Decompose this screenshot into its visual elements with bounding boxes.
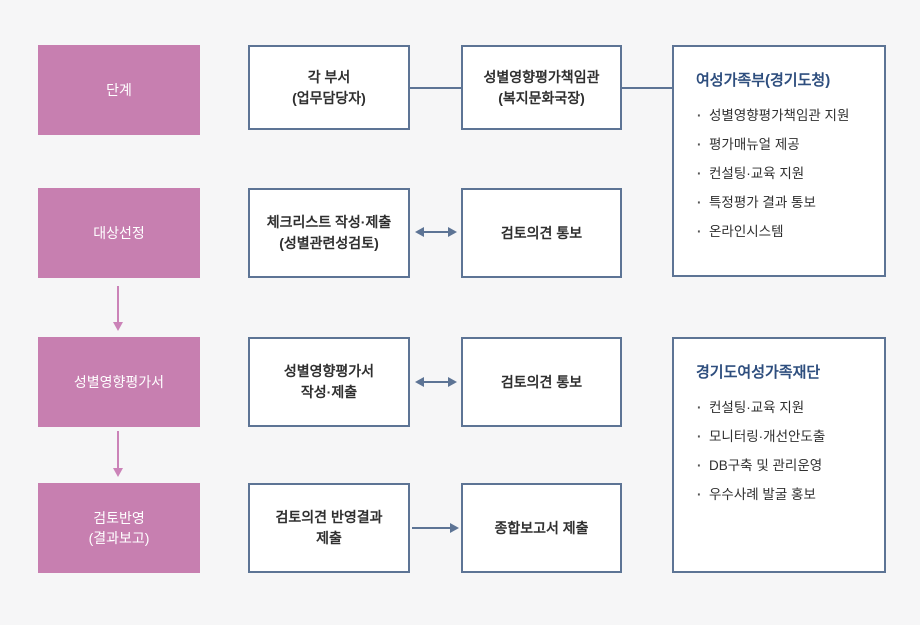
process-box-report-submit: 성별영향평가서 작성·제출 (248, 337, 410, 427)
connector-line-row1-to-support (620, 87, 674, 89)
support-box-ministry-list: 성별영향평가책임관 지원 평가매뉴얼 제공 컨설팅·교육 지원 특정평가 결과 … (696, 106, 870, 242)
process-box-assessment-officer: 성별영향평가책임관 (복지문화국장) (461, 45, 622, 130)
process-box-reflection-submit: 검토의견 반영결과 제출 (248, 483, 410, 573)
support-box-foundation-list: 컨설팅·교육 지원 모니터링·개선안도출 DB구축 및 관리운영 우수사례 발굴… (696, 398, 870, 505)
stage-box-assessment-report: 성별영향평가서 (38, 337, 200, 427)
list-item: 특정평가 결과 통보 (696, 193, 870, 213)
right-arrow-row4 (412, 523, 459, 533)
support-box-ministry-title: 여성가족부(경기도청) (696, 72, 831, 89)
support-box-foundation: 경기도여성가족재단 컨설팅·교육 지원 모니터링·개선안도출 DB구축 및 관리… (672, 337, 886, 573)
list-item: 성별영향평가책임관 지원 (696, 106, 870, 126)
process-box-final-report: 종합보고서 제출 (461, 483, 622, 573)
support-box-ministry: 여성가족부(경기도청) 성별영향평가책임관 지원 평가매뉴얼 제공 컨설팅·교육… (672, 45, 886, 277)
down-arrow-stage2-to-3 (113, 286, 123, 331)
connector-line-row1 (408, 87, 463, 89)
process-box-checklist-submit: 체크리스트 작성·제출 (성별관련성검토) (248, 188, 410, 278)
list-item: 모니터링·개선안도출 (696, 427, 870, 447)
process-box-departments: 각 부서 (업무담당자) (248, 45, 410, 130)
list-item: 우수사례 발굴 홍보 (696, 485, 870, 505)
double-arrow-row3 (415, 377, 457, 387)
list-item: 컨설팅·교육 지원 (696, 398, 870, 418)
list-item: 평가매뉴얼 제공 (696, 135, 870, 155)
double-arrow-row2 (415, 227, 457, 237)
list-item: 온라인시스템 (696, 222, 870, 242)
stage-box-review-reflection: 검토반영 (결과보고) (38, 483, 200, 573)
list-item: 컨설팅·교육 지원 (696, 164, 870, 184)
stage-box-step: 단계 (38, 45, 200, 135)
process-box-review-notice-2: 검토의견 통보 (461, 337, 622, 427)
stage-box-target-selection: 대상선정 (38, 188, 200, 278)
list-item: DB구축 및 관리운영 (696, 456, 870, 476)
process-box-review-notice-1: 검토의견 통보 (461, 188, 622, 278)
support-box-foundation-title: 경기도여성가족재단 (696, 364, 821, 381)
down-arrow-stage3-to-4 (113, 431, 123, 477)
